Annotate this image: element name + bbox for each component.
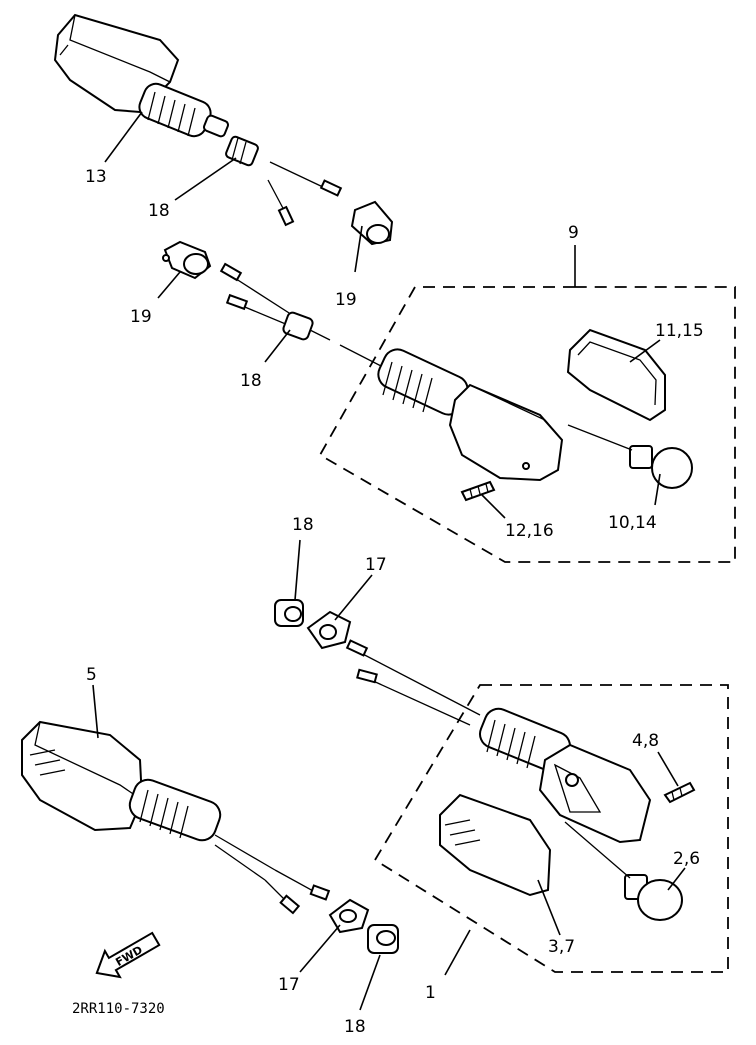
callout-18-lower: 18 [292, 515, 314, 535]
grommet-19-left [162, 240, 212, 280]
callout-5: 5 [86, 665, 97, 685]
turn-signal-13 [53, 13, 229, 138]
wire-harness-mid [219, 262, 386, 369]
wire-harness-lower [345, 639, 481, 726]
callout-4-8: 4,8 [632, 731, 659, 751]
callout-17-bottom: 17 [278, 975, 300, 995]
grommet-18-mid [282, 311, 314, 341]
callout-12-16: 12,16 [505, 521, 554, 541]
washer-17-lower [306, 610, 352, 650]
nut-18-bottom [367, 924, 399, 954]
lens-11-15 [566, 328, 666, 422]
callout-1: 1 [425, 983, 436, 1003]
screw-4-8 [663, 781, 696, 804]
turn-signal-5 [21, 720, 331, 915]
callout-17-lower: 17 [365, 555, 387, 575]
grommet-18-top [225, 135, 259, 167]
group-box-9 [318, 286, 736, 563]
callout-18-top: 18 [148, 201, 170, 221]
callout-3-7: 3,7 [548, 937, 575, 957]
grommet-19-right [350, 200, 394, 246]
callout-10-14: 10,14 [608, 513, 657, 533]
callout-11-15: 11,15 [655, 321, 704, 341]
screw-12-16 [460, 480, 496, 502]
bulb-2-6 [564, 821, 683, 921]
leader-lines [92, 111, 686, 1011]
turn-signal-9 [377, 348, 564, 482]
lens-3-7 [439, 793, 552, 897]
callout-18-bottom: 18 [344, 1017, 366, 1037]
callout-19-left: 19 [130, 307, 152, 327]
callout-19-right: 19 [335, 290, 357, 310]
callout-18-mid: 18 [240, 371, 262, 391]
bulb-10-14 [567, 424, 693, 489]
turn-signal-1 [479, 707, 652, 844]
washer-17-bottom [328, 898, 370, 934]
grommet-18-lower [274, 599, 304, 627]
group-box-1 [373, 684, 729, 973]
wire-terminals-top [267, 161, 343, 227]
fwd-arrow-icon: FWD [95, 931, 161, 979]
callout-9: 9 [568, 223, 579, 243]
reference-code: 2RR110-7320 [72, 1001, 165, 1017]
callout-2-6: 2,6 [673, 849, 700, 869]
callout-13: 13 [85, 167, 107, 187]
